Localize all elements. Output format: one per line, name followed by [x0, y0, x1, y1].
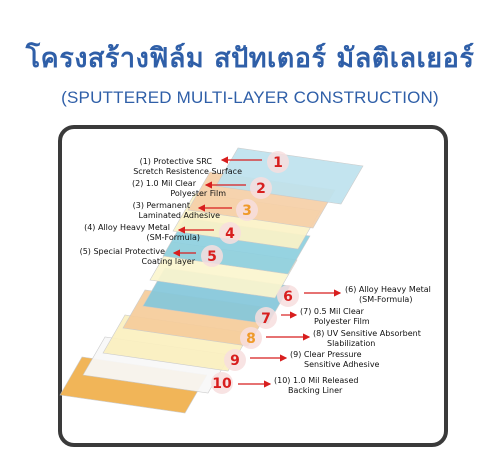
number-badge: [201, 245, 223, 267]
layer-label-line1: (10) 1.0 Mil Released: [274, 376, 358, 385]
layer-label-line2: Backing Liner: [288, 386, 343, 395]
layer-label-line2: Scretch Resistence Surface: [133, 167, 242, 176]
number-badge: [250, 177, 272, 199]
layer-number: 10: [212, 376, 232, 392]
layer-label-line2: Polyester Film: [314, 317, 370, 326]
layer-label-line1: (9) Clear Pressure: [290, 350, 362, 359]
layer-number: 1: [273, 155, 283, 171]
layer-number: 9: [230, 353, 240, 369]
layer-callout-4: 4 (4) Alloy Heavy Metal(SM-Formula): [84, 222, 241, 244]
number-badge: [255, 307, 277, 329]
layer-label-line1: (2) 1.0 Mil Clear: [132, 179, 197, 188]
layer-label-line2: Sensitive Adhesive: [304, 360, 380, 369]
layer-label-line2: (SM-Formula): [359, 295, 412, 304]
layer-label-line1: (1) Protective SRC: [140, 157, 213, 166]
layer-label-line1: (6) Alloy Heavy Metal: [345, 285, 431, 294]
layer-number: 5: [207, 249, 217, 265]
layer-label-line2: (SM-Formula): [147, 233, 200, 242]
title-english: (SPUTTERED MULTI-LAYER CONSTRUCTION): [61, 88, 439, 107]
layer-label-line1: (3) Permanent: [133, 201, 190, 210]
layer-number: 4: [225, 226, 235, 242]
title-thai: โครงสร้างฟิล์ม สปัทเตอร์ มัลติเลเยอร์: [25, 43, 475, 74]
layer-number: 2: [256, 181, 266, 197]
number-badge: [240, 327, 262, 349]
layer-label-line2: Coating layer: [141, 257, 195, 266]
number-badge: [236, 199, 258, 221]
layer-label-line1: (5) Special Protective: [80, 247, 165, 256]
layer-number: 6: [283, 289, 293, 305]
layer-callout-6: 6 (6) Alloy Heavy Metal(SM-Formula): [277, 285, 431, 307]
layer-sheets: [59, 147, 364, 414]
number-badge: [219, 222, 241, 244]
number-badge: [224, 349, 246, 371]
layer-label-line2: Polyester Film: [170, 189, 226, 198]
layer-label-line1: (4) Alloy Heavy Metal: [84, 223, 170, 232]
number-badge: [211, 372, 233, 394]
layer-number: 7: [261, 311, 271, 327]
number-badge: [267, 151, 289, 173]
number-badge: [277, 285, 299, 307]
layer-label-line2: Laminated Adhesive: [139, 211, 221, 220]
layer-number: 3: [242, 203, 252, 219]
layer-label-line1: (7) 0.5 Mil Clear: [300, 307, 365, 316]
layer-label-line1: (8) UV Sensitive Absorbent: [313, 329, 421, 338]
layer-number: 8: [246, 331, 256, 347]
layer-label-line2: Slabilization: [327, 339, 375, 348]
